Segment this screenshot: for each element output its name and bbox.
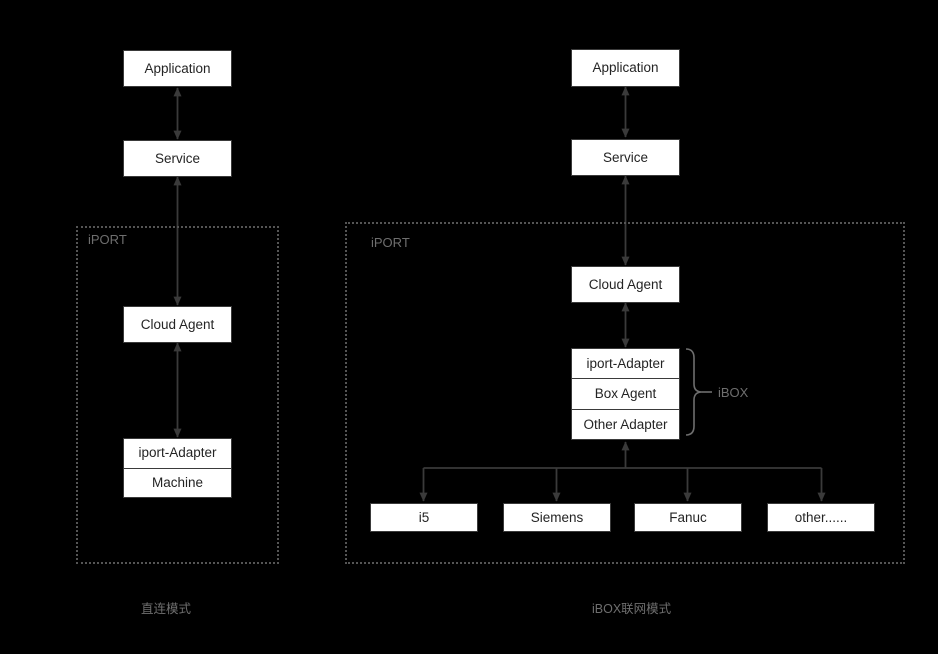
left-iport-adapter-row[interactable]: iport-Adapter [124,439,231,469]
right-caption: iBOX联网模式 [592,602,672,616]
right-box-agent-label: Box Agent [594,386,657,402]
right-iport-container [345,222,905,564]
left-application-label: Application [144,60,211,76]
left-application-box[interactable]: Application [123,50,232,87]
right-service-label: Service [602,149,648,165]
machine-box-fanuc[interactable]: Fanuc [634,503,742,532]
right-iport-adapter-row[interactable]: iport-Adapter [572,349,679,380]
left-iport-label: iPORT [88,232,127,247]
machine-box-siemens[interactable]: Siemens [503,503,611,532]
right-cloud-agent-box[interactable]: Cloud Agent [571,266,680,303]
right-application-label: Application [592,60,659,76]
left-machine-label: Machine [151,474,204,490]
left-iport-adapter-label: iport-Adapter [138,445,217,461]
right-other-adapter-row[interactable]: Other Adapter [572,410,679,439]
ibox-stack: iport-Adapter Box Agent Other Adapter [571,348,680,440]
right-service-box[interactable]: Service [571,139,680,176]
left-device-stack: iport-Adapter Machine [123,438,232,498]
right-iport-adapter-label: iport-Adapter [586,355,665,371]
left-cloud-agent-label: Cloud Agent [140,316,215,332]
right-application-box[interactable]: Application [571,49,680,87]
left-machine-row[interactable]: Machine [124,469,231,498]
machine-label-fanuc: Fanuc [669,509,707,525]
left-cloud-agent-box[interactable]: Cloud Agent [123,306,232,343]
left-caption: 直连模式 [141,602,192,616]
machine-label-other: other...... [794,509,848,525]
machine-label-i5: i5 [418,509,430,525]
machine-label-siemens: Siemens [530,509,584,525]
right-cloud-agent-label: Cloud Agent [588,276,663,292]
right-iport-label: iPORT [371,235,410,250]
left-service-label: Service [154,150,200,166]
ibox-brace-label: iBOX [718,385,749,400]
right-box-agent-row[interactable]: Box Agent [572,379,679,410]
machine-box-i5[interactable]: i5 [370,503,478,532]
left-iport-container [76,226,279,564]
left-service-box[interactable]: Service [123,140,232,177]
right-other-adapter-label: Other Adapter [583,416,668,432]
machine-box-other[interactable]: other...... [767,503,875,532]
